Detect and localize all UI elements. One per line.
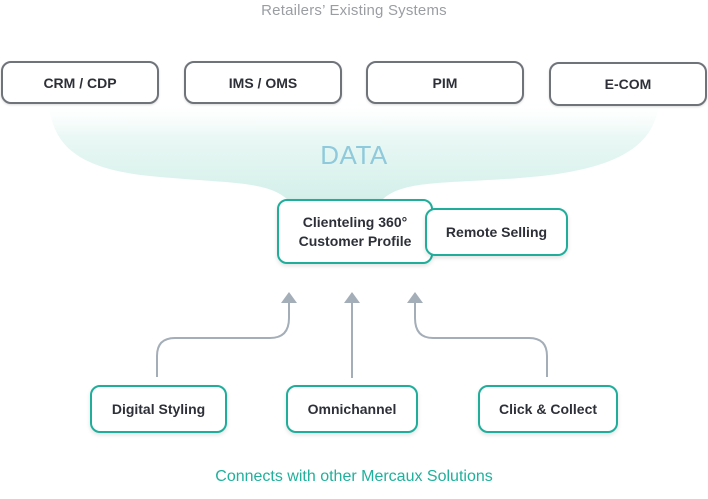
- system-ims-oms: IMS / OMS: [184, 61, 342, 104]
- system-e-com: E-COM: [549, 62, 707, 106]
- solution-label: Omnichannel: [307, 400, 397, 417]
- solution-digital-styling: Digital Styling: [90, 385, 227, 433]
- solution-omnichannel: Omnichannel: [286, 385, 418, 433]
- data-funnel: [48, 100, 660, 202]
- solution-click-collect: Click & Collect: [478, 385, 618, 433]
- arrowhead-digital-styling: [281, 292, 297, 303]
- system-pim: PIM: [366, 61, 524, 104]
- arrow-digital-styling: [156, 300, 290, 377]
- arrowhead-omnichannel: [344, 292, 360, 303]
- solution-label: Click & Collect: [498, 400, 598, 417]
- remote-selling-label: Remote Selling: [445, 223, 548, 240]
- arrowhead-click-collect: [407, 292, 423, 303]
- remote-selling-box: Remote Selling: [425, 208, 568, 256]
- diagram-title: Retailers’ Existing Systems: [261, 2, 447, 19]
- system-label: CRM / CDP: [43, 74, 117, 91]
- clienteling-profile-box: Clienteling 360° Customer Profile: [277, 199, 433, 264]
- footer-caption: Connects with other Mercaux Solutions: [215, 468, 493, 485]
- arrow-click-collect: [414, 300, 548, 377]
- solution-label: Digital Styling: [111, 400, 206, 417]
- system-crm-cdp: CRM / CDP: [1, 61, 159, 104]
- clienteling-title: Clienteling 360°: [302, 213, 408, 230]
- system-label: E-COM: [604, 76, 652, 92]
- data-label: DATA: [320, 140, 388, 170]
- system-label: IMS / OMS: [228, 74, 298, 91]
- system-label: PIM: [432, 74, 458, 91]
- clienteling-subtitle: Customer Profile: [298, 232, 412, 249]
